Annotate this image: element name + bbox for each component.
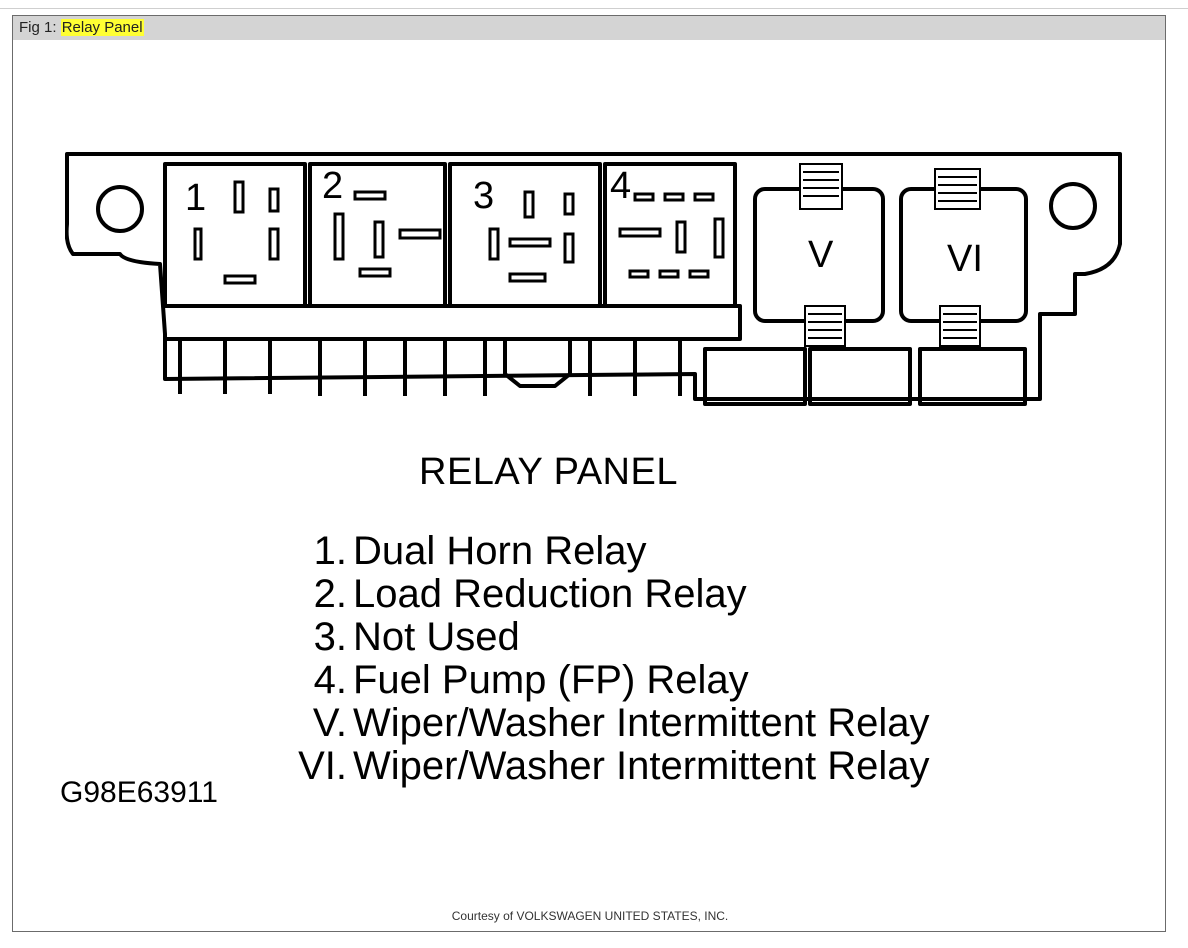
- diagram-title: RELAY PANEL: [419, 451, 678, 493]
- slot-label-3: 3: [473, 175, 494, 217]
- base-rail: [165, 304, 742, 341]
- legend-text: Wiper/Washer Intermittent Relay: [353, 701, 930, 745]
- figure-number: Fig 1:: [19, 19, 57, 36]
- legend-number: 3.: [313, 615, 347, 659]
- legend-number: VI.: [298, 744, 347, 788]
- slot-label-v: V: [808, 234, 834, 276]
- legend-item: 3.Not Used: [285, 616, 1045, 659]
- legend-text: Fuel Pump (FP) Relay: [353, 658, 749, 702]
- legend-text: Load Reduction Relay: [353, 572, 747, 616]
- figure-caption: Fig 1: Relay Panel: [13, 16, 1165, 40]
- legend-item: V.Wiper/Washer Intermittent Relay: [285, 702, 1045, 745]
- mounting-hole-left: [96, 185, 144, 233]
- legend-text: Dual Horn Relay: [353, 529, 647, 573]
- center-plug: [503, 339, 572, 388]
- slot-label-4: 4: [610, 165, 631, 207]
- legend-number: 4.: [313, 658, 347, 702]
- courtesy-credit: Courtesy of VOLKSWAGEN UNITED STATES, IN…: [451, 909, 729, 923]
- legend-text: Not Used: [353, 615, 520, 659]
- legend-item: 1.Dual Horn Relay: [285, 530, 1045, 573]
- relay-legend: 1.Dual Horn Relay 2.Load Reduction Relay…: [285, 530, 1045, 788]
- mounting-hole-right: [1049, 182, 1097, 230]
- figure-title-highlight: Relay Panel: [60, 19, 144, 36]
- slot-label-2: 2: [322, 165, 343, 207]
- figure-code: G98E63911: [60, 776, 218, 809]
- panel-housing-outline: [65, 152, 1122, 401]
- relay-panel-drawing: 1 2 3 4 V VI: [65, 152, 1122, 406]
- legend-number: 1.: [313, 529, 347, 573]
- connector-row: [178, 339, 682, 396]
- legend-item: 4.Fuel Pump (FP) Relay: [285, 659, 1045, 702]
- slot-label-1: 1: [185, 177, 206, 219]
- legend-number: V.: [312, 701, 347, 745]
- legend-text: Wiper/Washer Intermittent Relay: [353, 744, 930, 788]
- lower-connectors: [703, 347, 1027, 406]
- top-rule: [0, 8, 1188, 9]
- legend-number: 2.: [313, 572, 347, 616]
- legend-item: 2.Load Reduction Relay: [285, 573, 1045, 616]
- figure-frame: Fig 1: Relay Panel: [12, 15, 1166, 932]
- slot-label-vi: VI: [947, 238, 983, 280]
- legend-item: VI.Wiper/Washer Intermittent Relay: [285, 745, 1045, 788]
